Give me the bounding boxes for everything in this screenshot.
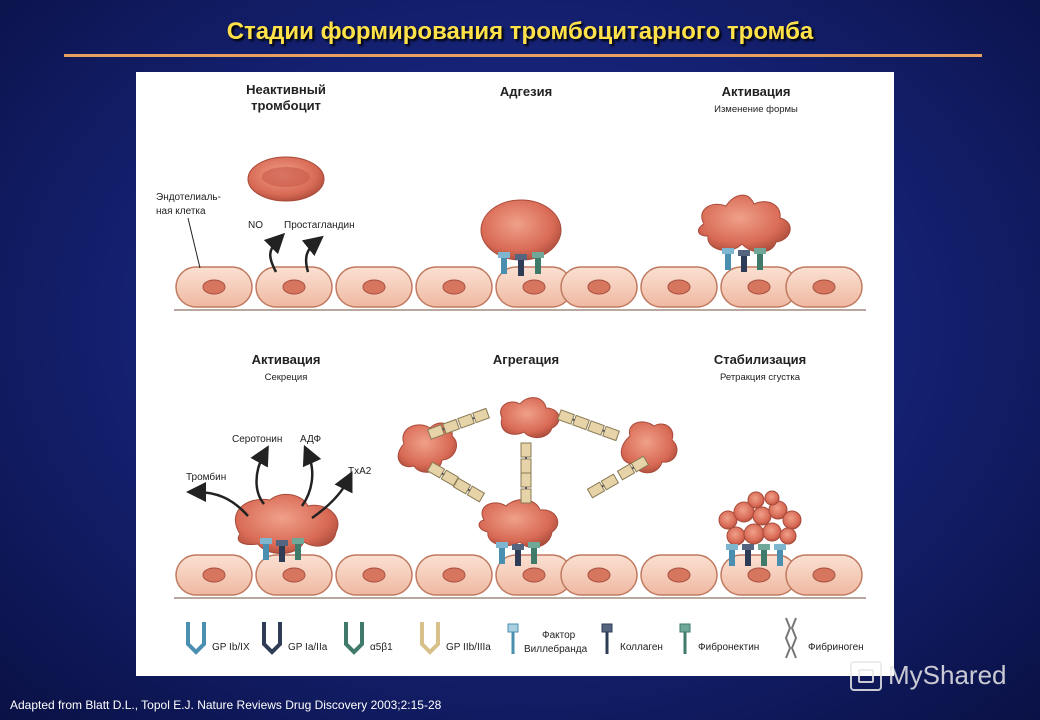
legend-gp2b: GP IIb/IIIa: [420, 622, 491, 655]
myshared-logo-icon: [850, 660, 882, 691]
adhering-platelet: [480, 199, 562, 261]
svg-text:Виллебранда: Виллебранда: [524, 643, 588, 655]
legend-gp1a: GP Ia/IIa: [262, 622, 328, 655]
watermark-text: MyShared: [888, 660, 1007, 690]
aggregating-platelet-bottom: [478, 499, 559, 548]
endothelial-cell: [255, 554, 333, 596]
legend-gp1b: GP Ib/IX: [186, 622, 250, 655]
serotonin-arrow: [250, 445, 269, 505]
endothelial-cell: [335, 266, 413, 308]
endothelial-cell: [785, 554, 863, 596]
stage-stabilization-subtitle: Ретракция сгустка: [720, 372, 801, 383]
txa2-label: TxA2: [348, 466, 372, 477]
stage-activation-secretion-subtitle: Секреция: [265, 372, 308, 383]
svg-text:GP Ib/IX: GP Ib/IX: [212, 642, 250, 653]
thrombin-arrow: [186, 482, 249, 517]
activated-platelet: [698, 194, 791, 253]
legend-collagen: Коллаген: [601, 623, 663, 654]
endothelial-cell: [415, 554, 493, 596]
stage-activation-secretion: Активация: [252, 352, 321, 367]
stage-aggregation: Агрегация: [493, 352, 559, 367]
prostaglandin-label: Простагландин: [284, 220, 355, 231]
stage-adhesion: Адгезия: [500, 84, 552, 99]
stage-inactive-line1: Неактивный: [246, 82, 326, 97]
endothelial-cell: [785, 266, 863, 308]
endothelial-cell: [640, 266, 718, 308]
endothelial-cell: [175, 554, 253, 596]
svg-text:α5β1: α5β1: [370, 642, 393, 653]
no-arrow: [263, 232, 286, 273]
thrombin-label: Тромбин: [186, 471, 226, 483]
adp-label: АДФ: [300, 434, 322, 445]
svg-text:GP IIb/IIIa: GP IIb/IIIa: [446, 642, 491, 653]
title-underline: [64, 54, 982, 57]
svg-text:Фибриноген: Фибриноген: [808, 641, 864, 653]
stage-stabilization: Стабилизация: [714, 352, 806, 367]
prostaglandin-arrow: [301, 235, 324, 273]
legend-vwf: Фактор Виллебранда: [507, 623, 588, 655]
no-label: NO: [248, 220, 263, 231]
aggregating-platelet-right: [620, 421, 678, 474]
receptor-gp1b: [722, 248, 734, 270]
endothelial-cell: [335, 554, 413, 596]
txa2-arrow: [311, 471, 353, 520]
endothelium-top: [174, 266, 866, 311]
platelet-stages-diagram: Неактивный тромбоцит Эндотелиаль- ная кл…: [156, 82, 866, 659]
legend: GP Ib/IX GP Ia/IIa α5β1 GP IIb/IIIa Факт…: [186, 617, 864, 659]
svg-text:Фактор: Фактор: [542, 630, 576, 641]
stage-activation-shape-subtitle: Изменение формы: [714, 104, 798, 115]
endothelial-cell: [640, 554, 718, 596]
endothelial-cell: [255, 266, 333, 308]
adp-arrow: [300, 444, 322, 507]
stage-activation-shape: Активация: [722, 84, 791, 99]
citation: Adapted from Blatt D.L., Topol E.J. Natu…: [10, 698, 442, 712]
endothelial-label-line2: ная клетка: [156, 206, 206, 217]
serotonin-label: Серотонин: [232, 434, 282, 445]
watermark: MyShared: [850, 660, 1007, 691]
aggregating-platelet-top: [500, 397, 560, 438]
stage-inactive-line2: тромбоцит: [251, 98, 321, 113]
legend-a5b1: α5β1: [344, 622, 393, 655]
slide-title: Стадии формирования тромбоцитарного тром…: [226, 18, 814, 45]
endothelial-cell: [175, 266, 253, 308]
svg-text:GP Ia/IIa: GP Ia/IIa: [288, 642, 328, 653]
legend-fibronectin: Фибронектин: [679, 623, 759, 654]
endothelial-cell: [560, 554, 638, 596]
endothelial-label-line1: Эндотелиаль-: [156, 192, 221, 203]
legend-fibrinogen: Фибриноген: [784, 617, 864, 659]
endothelial-cell: [560, 266, 638, 308]
figure-panel: Неактивный тромбоцит Эндотелиаль- ная кл…: [136, 72, 894, 676]
svg-text:Фибронектин: Фибронектин: [698, 641, 759, 653]
retracted-clot: [718, 490, 802, 546]
endothelial-cell: [415, 266, 493, 308]
svg-text:Коллаген: Коллаген: [620, 642, 663, 653]
endothelium-bottom: [174, 554, 866, 599]
